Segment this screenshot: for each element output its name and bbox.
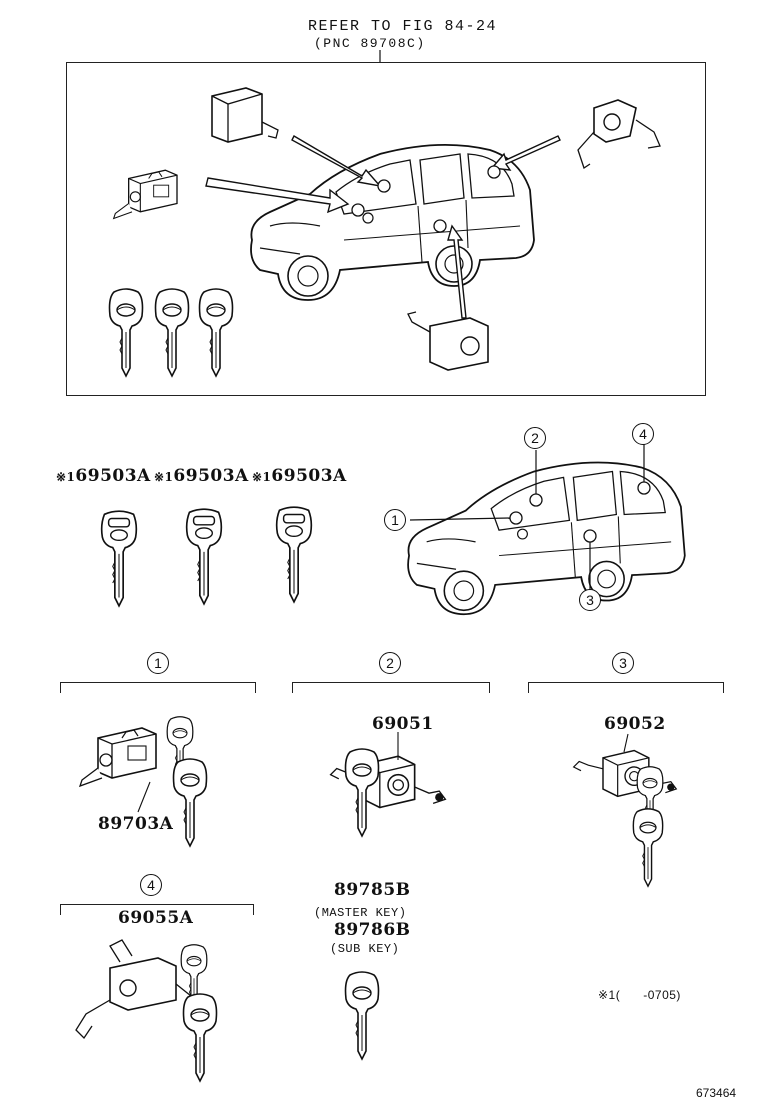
group1-part: 89703A bbox=[98, 814, 174, 834]
group3-number: 3 bbox=[612, 652, 634, 674]
group4-rear-lock bbox=[75, 939, 197, 1040]
overview-trunk-lock bbox=[211, 87, 279, 143]
sub-key-label: (SUB KEY) bbox=[330, 942, 400, 956]
callout-markers bbox=[509, 481, 651, 543]
callout-4: 4 bbox=[632, 423, 654, 445]
reference-line-2: (PNC 89708C) bbox=[314, 36, 426, 51]
group1-bracket bbox=[60, 682, 256, 693]
group2-number: 2 bbox=[379, 652, 401, 674]
callout-2: 2 bbox=[524, 427, 546, 449]
key-label-1: ※169503A bbox=[56, 466, 151, 486]
key-69503a-2 bbox=[185, 508, 223, 605]
group1-ignition-cylinder bbox=[79, 727, 157, 787]
key-69503a-3 bbox=[275, 506, 313, 603]
group1-number: 1 bbox=[147, 652, 169, 674]
overview-door-lock bbox=[407, 311, 489, 371]
group1-key-b bbox=[172, 758, 208, 847]
group3-key-b bbox=[632, 808, 664, 888]
key-69503a-1 bbox=[100, 510, 138, 607]
overview-ignition-cylinder bbox=[112, 169, 178, 220]
overview-frame bbox=[66, 62, 706, 396]
group3-bracket bbox=[528, 682, 724, 693]
master-key-label: (MASTER KEY) bbox=[314, 906, 407, 920]
overview-key-2 bbox=[154, 288, 190, 377]
group4-part: 69055A bbox=[118, 908, 194, 928]
callout-leaders bbox=[409, 444, 645, 590]
group4-key-b bbox=[182, 993, 218, 1082]
master-key-part: 89785B bbox=[334, 880, 411, 900]
spare-key bbox=[344, 971, 380, 1060]
overview-arrows bbox=[205, 135, 561, 319]
group4-bracket bbox=[60, 904, 254, 915]
overview-markers bbox=[351, 165, 501, 233]
callout-3: 3 bbox=[579, 589, 601, 611]
group4-number: 4 bbox=[140, 874, 162, 896]
group2-part: 69051 bbox=[372, 714, 434, 734]
diagram-number: 673464 bbox=[696, 1086, 737, 1100]
key-label-2: ※169503A bbox=[154, 466, 249, 486]
footnote: ※1( -0705) bbox=[598, 988, 681, 1002]
group3-part: 69052 bbox=[604, 714, 666, 734]
sub-key-part: 89786B bbox=[334, 920, 411, 940]
overview-key-1 bbox=[108, 288, 144, 377]
key-label-3: ※169503A bbox=[252, 466, 347, 486]
reference-line-1: REFER TO FIG 84-24 bbox=[308, 18, 498, 35]
overview-rear-lock bbox=[577, 99, 661, 170]
callout-1: 1 bbox=[384, 509, 406, 531]
overview-key-3 bbox=[198, 288, 234, 377]
group2-bracket bbox=[292, 682, 490, 693]
